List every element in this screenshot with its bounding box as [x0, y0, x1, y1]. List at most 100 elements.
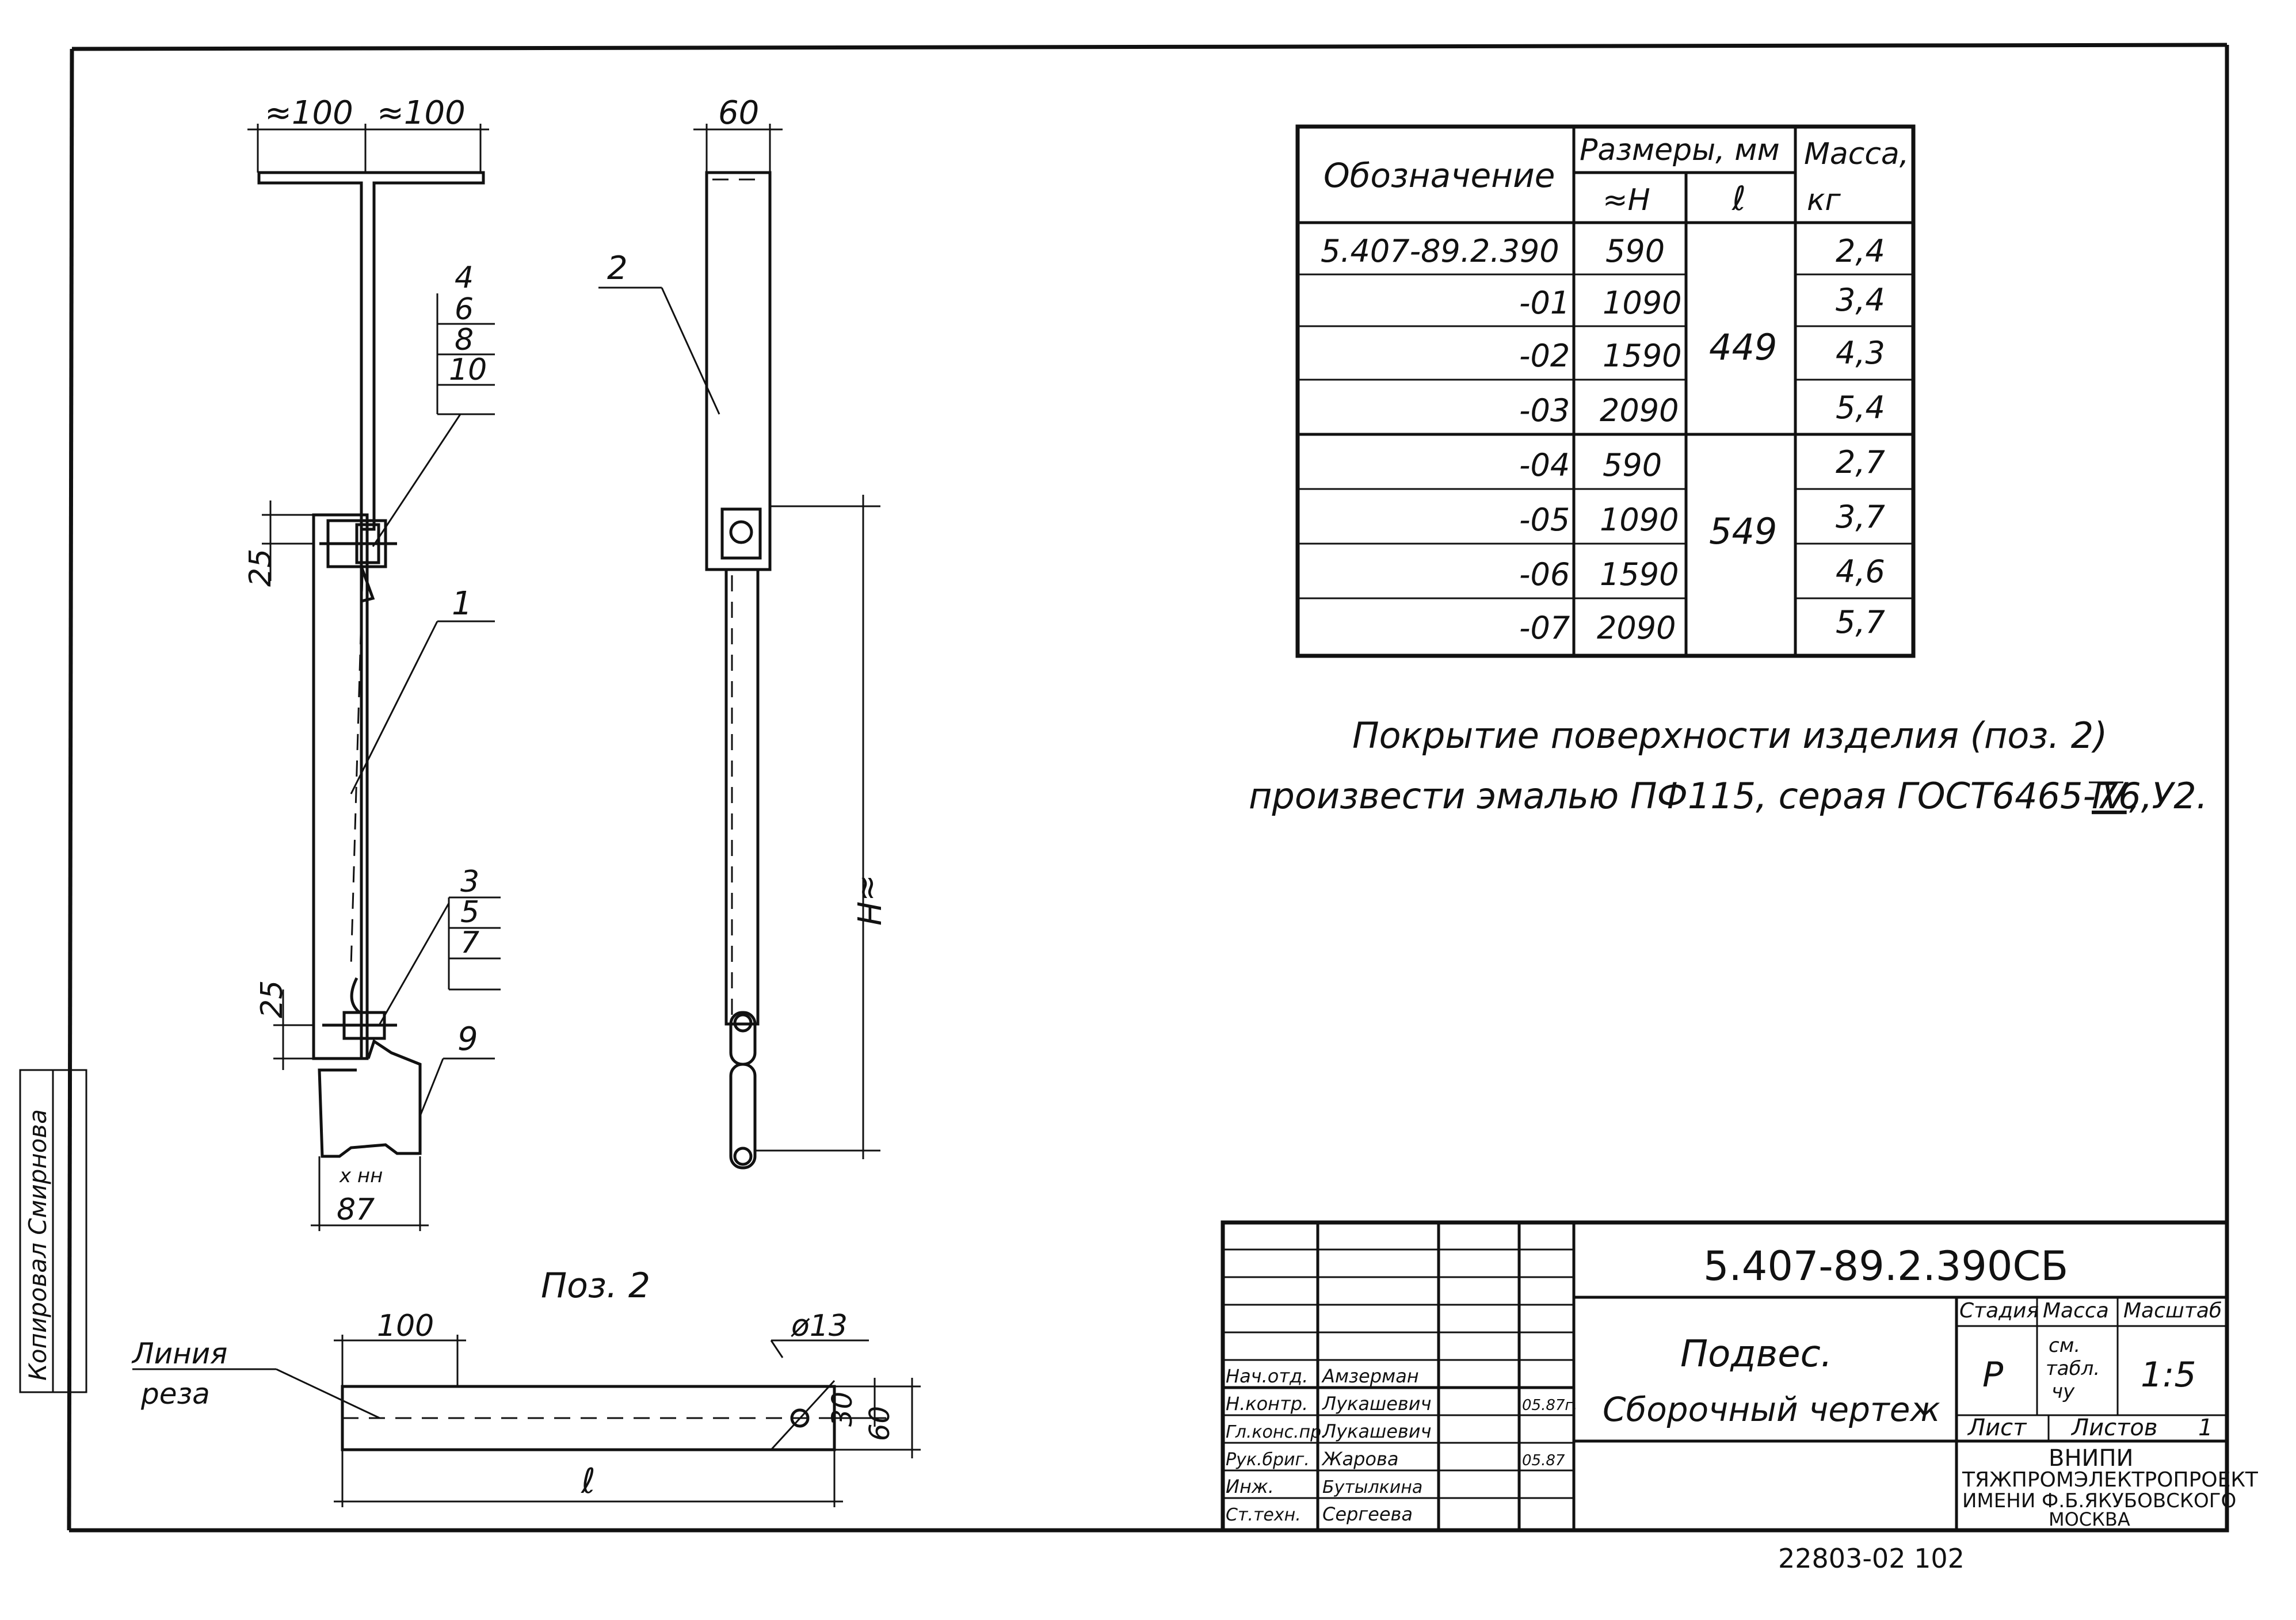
- title-block: 5.407-89.2.390СБ Подвес. Сборочный черте…: [1221, 1220, 2259, 1533]
- sheet-label: Лист: [1967, 1415, 2027, 1441]
- name-6: Сергеева: [1322, 1503, 1413, 1525]
- detail-title: Поз. 2: [541, 1266, 650, 1306]
- row-5-h: 590: [1603, 447, 1662, 483]
- role-4: Рук.бриг.: [1226, 1450, 1310, 1470]
- org-line-3: ИМЕНИ Ф.Б.ЯКУБОВСКОГО: [1962, 1489, 2236, 1512]
- row-4-mass: 5,4: [1836, 389, 1885, 426]
- header-h: ≈H: [1603, 183, 1650, 217]
- spec-table: Обозначение Размеры, мм ≈H ℓ Масса, кг 5…: [1295, 124, 1916, 658]
- name-5: Бутылкина: [1322, 1477, 1422, 1497]
- role-6: Ст.техн.: [1226, 1505, 1301, 1525]
- pos-2-label: 2: [607, 250, 628, 287]
- dim-25-bottom: 25: [255, 980, 289, 1018]
- detail-pos-2: Поз. 2 100 ø13 30 60 ℓ Линия реза: [131, 1266, 921, 1507]
- coating-note: Покрытие поверхности изделия (поз. 2) пр…: [1249, 715, 2207, 817]
- title-line-2: Сборочный чертеж: [1603, 1390, 1940, 1429]
- detail-dim-60: 60: [864, 1406, 896, 1441]
- scale-value: 1:5: [2141, 1355, 2196, 1395]
- pos-9-label: 9: [457, 1021, 478, 1058]
- sheets-value: 1: [2198, 1415, 2213, 1441]
- org-line-1: ВНИПИ: [2049, 1445, 2133, 1472]
- l-group-1: 449: [1709, 326, 1777, 368]
- detail-dim-l: ℓ: [581, 1461, 596, 1501]
- note-line-2b: IV: [2092, 775, 2129, 817]
- role-5: Инж.: [1226, 1476, 1274, 1497]
- title-line-1: Подвес.: [1680, 1333, 1832, 1376]
- row-3-mass: 4,3: [1836, 335, 1885, 371]
- row-8-designation: -07: [1519, 610, 1570, 646]
- scale-label: Масштаб: [2123, 1299, 2222, 1323]
- callout-7: 7: [460, 926, 479, 960]
- callout-5: 5: [460, 895, 479, 930]
- callout-4: 4: [455, 261, 474, 295]
- role-2: Н.контр.: [1226, 1393, 1308, 1415]
- row-6-designation: -05: [1519, 502, 1570, 538]
- row-2-mass: 3,4: [1836, 282, 1885, 318]
- cut-line-label-2: реза: [140, 1377, 210, 1411]
- row-6-mass: 3,7: [1836, 499, 1885, 535]
- weld-mark: x нн: [339, 1164, 383, 1187]
- row-8-h: 2090: [1597, 610, 1676, 646]
- dim-25-top: 25: [243, 549, 278, 587]
- header-designation: Обозначение: [1324, 156, 1555, 195]
- name-2: Лукашевич: [1322, 1393, 1431, 1415]
- detail-dim-hole: ø13: [791, 1309, 848, 1343]
- dim-100-right: ≈100: [377, 94, 466, 132]
- pos-1-label: 1: [452, 585, 472, 622]
- row-6-h: 1090: [1600, 502, 1679, 538]
- detail-dim-100: 100: [377, 1309, 434, 1343]
- callout-10: 10: [449, 353, 487, 387]
- side-view: 60 2 ≈H: [598, 94, 887, 1170]
- role-1: Нач.отд.: [1226, 1365, 1308, 1387]
- mass-value-3: чу: [2051, 1380, 2075, 1403]
- name-4: Жарова: [1321, 1448, 1398, 1470]
- row-7-h: 1590: [1600, 556, 1679, 593]
- callout-3: 3: [460, 865, 479, 899]
- row-2-designation: -01: [1519, 285, 1570, 321]
- org-line-2: ТЯЖПРОМЭЛЕКТРОПРОЕКТ: [1962, 1468, 2259, 1492]
- dim-h-label: ≈H: [849, 874, 887, 926]
- row-7-mass: 4,6: [1836, 553, 1885, 590]
- doc-code: 5.407-89.2.390СБ: [1703, 1243, 2068, 1290]
- mass-value-1: см.: [2049, 1334, 2080, 1357]
- row-4-designation: -03: [1519, 392, 1570, 429]
- row-4-h: 2090: [1600, 392, 1679, 429]
- row-1-h: 590: [1605, 233, 1665, 269]
- stage-value: Р: [1982, 1355, 2004, 1395]
- mass-label: Масса: [2043, 1299, 2109, 1323]
- cut-line-label-1: Линия: [131, 1337, 227, 1370]
- detail-dim-30: 30: [826, 1392, 859, 1427]
- front-view: ≈100 ≈100 x нн 25 25: [243, 94, 501, 1231]
- mass-value-2: табл.: [2046, 1357, 2100, 1380]
- row-3-h: 1590: [1603, 338, 1681, 374]
- header-l: ℓ: [1731, 179, 1746, 218]
- stage-label: Стадия: [1959, 1299, 2039, 1323]
- dim-60-top: 60: [718, 94, 759, 132]
- note-line-2c: , У2.: [2129, 775, 2207, 817]
- callout-8: 8: [455, 323, 474, 357]
- header-mass: Масса,: [1804, 137, 1909, 171]
- org-line-4: МОСКВА: [2049, 1508, 2130, 1530]
- row-8-mass: 5,7: [1836, 604, 1885, 640]
- row-5-mass: 2,7: [1836, 444, 1885, 480]
- note-line-1: Покрытие поверхности изделия (поз. 2): [1352, 715, 2107, 756]
- dim-100-left: ≈100: [265, 94, 353, 132]
- row-1-mass: 2,4: [1836, 233, 1885, 269]
- name-1: Амзерман: [1321, 1365, 1419, 1387]
- row-3-designation: -02: [1519, 338, 1570, 374]
- l-group-2: 549: [1709, 510, 1777, 552]
- name-3: Лукашевич: [1322, 1420, 1431, 1442]
- role-3: Гл.конс.пр.: [1226, 1422, 1327, 1442]
- date-1: 05.87г.: [1522, 1397, 1577, 1414]
- header-sizes: Размеры, мм: [1580, 133, 1780, 167]
- footer-number: 22803-02 102: [1778, 1543, 1965, 1574]
- dim-87: 87: [337, 1193, 375, 1227]
- date-2: 05.87: [1522, 1452, 1565, 1469]
- header-mass-unit: кг: [1807, 183, 1841, 217]
- sheets-label: Листов: [2070, 1415, 2157, 1441]
- row-2-h: 1090: [1603, 285, 1681, 321]
- note-line-2a: произвести эмалью ПФ115, серая ГОСТ6465-…: [1249, 775, 2152, 817]
- callout-6: 6: [455, 292, 474, 327]
- row-5-designation: -04: [1519, 447, 1570, 483]
